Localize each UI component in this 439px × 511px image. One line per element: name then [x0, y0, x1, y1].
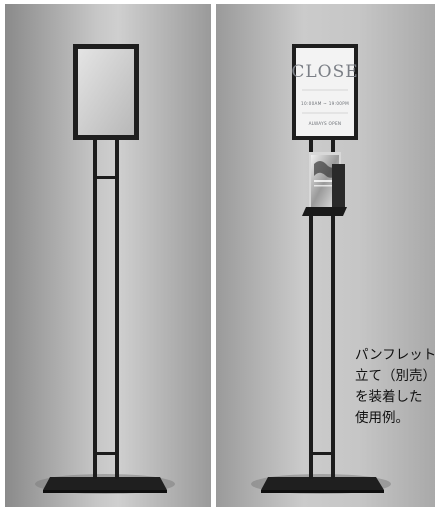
stand-illustration-left: [35, 44, 175, 494]
stand-pole-left: [309, 134, 313, 479]
pamphlet-holder: [302, 152, 347, 216]
stand-base: [261, 477, 384, 490]
stand-base-edge: [43, 490, 167, 493]
caption-line: 立て（別売）: [355, 368, 436, 384]
photo-stand-with-pamphlet: CLOSE 10:00AM ~ 19:00PM ALWAYS OPEN: [216, 4, 435, 507]
sign-panel: [296, 48, 354, 136]
pamphlet-text-line: [314, 185, 332, 187]
photo-stand-empty: [5, 4, 211, 507]
pamphlet-holder-tray: [302, 207, 347, 216]
pamphlet-figure: [314, 161, 336, 178]
sign-hours: 10:00AM ~ 19:00PM: [301, 101, 349, 106]
stand-base-edge: [261, 490, 384, 493]
stand-base: [43, 477, 167, 490]
stand-pole-right: [331, 134, 335, 479]
stand-crossbar-upper: [97, 176, 115, 179]
caption: パンフレット立て（別売） を装着した使用例。: [355, 345, 439, 429]
stand-crossbar-lower: [97, 452, 115, 455]
stand-crossbar-lower: [313, 452, 331, 455]
sign-glare: [78, 49, 134, 135]
sign-title: CLOSE: [291, 62, 358, 82]
pamphlet-text-line: [314, 180, 336, 182]
stand-pole-right: [115, 134, 119, 479]
pamphlet-holder-side: [332, 164, 345, 208]
caption-line: パンフレット: [355, 347, 437, 363]
caption-line: を装着した: [355, 389, 423, 405]
stand-illustration-right: CLOSE 10:00AM ~ 19:00PM ALWAYS OPEN: [251, 44, 391, 494]
stand-pole-left: [93, 134, 97, 479]
sign-note: ALWAYS OPEN: [309, 121, 342, 126]
caption-line: 使用例。: [355, 410, 409, 426]
